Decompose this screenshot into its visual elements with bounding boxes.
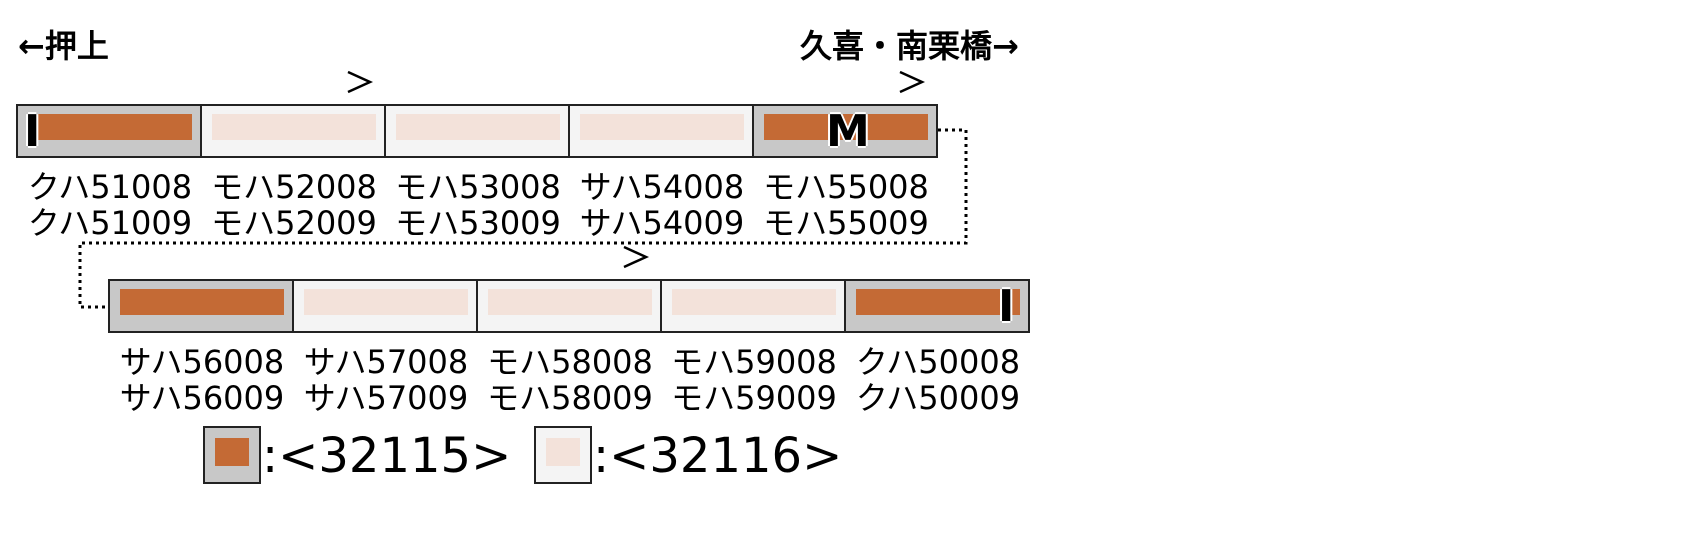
light-stripe [212, 114, 376, 140]
motor-mark: M [826, 106, 870, 157]
car-number: モハ53008 [395, 168, 561, 206]
car-1-3 [384, 104, 570, 158]
car-number: モハ52009 [211, 204, 377, 242]
legend-label-dark: :<32115> [262, 428, 512, 484]
right-destination: 久喜・南栗橋→ [800, 27, 1019, 65]
cab-mark: I [998, 281, 1015, 332]
dark-stripe [764, 114, 928, 140]
coupling-line [78, 128, 968, 309]
dark-stripe [28, 114, 192, 140]
left-destination: ←押上 [18, 27, 109, 65]
car-number: モハ53009 [395, 204, 561, 242]
car-number: サハ56008 [119, 343, 285, 381]
car-number: モハ59009 [671, 379, 837, 417]
pantograph-mark [899, 70, 926, 94]
car-number: モハ55008 [763, 168, 929, 206]
legend-swatch-dark-fill [215, 438, 249, 466]
car-1-5: M [752, 104, 938, 158]
car-number: クハ51009 [27, 204, 193, 242]
car-1-4 [568, 104, 754, 158]
legend-swatch-light [534, 426, 592, 484]
light-stripe [488, 289, 652, 315]
light-stripe [304, 289, 468, 315]
car-number: クハ51008 [27, 168, 193, 206]
car-2-2 [292, 279, 478, 333]
car-number: モハ55009 [763, 204, 929, 242]
legend-label-light: :<32116> [593, 428, 843, 484]
car-number: サハ54008 [579, 168, 745, 206]
dark-stripe [856, 289, 1020, 315]
car-number: モハ52008 [211, 168, 377, 206]
car-2-4 [660, 279, 846, 333]
car-1-1: I [16, 104, 202, 158]
light-stripe [672, 289, 836, 315]
car-number: サハ54009 [579, 204, 745, 242]
legend-swatch-light-fill [546, 438, 580, 466]
car-2-5: I [844, 279, 1030, 333]
car-number: モハ58009 [487, 379, 653, 417]
pantograph-mark [623, 245, 650, 269]
car-2-3 [476, 279, 662, 333]
light-stripe [396, 114, 560, 140]
car-number: サハ56009 [119, 379, 285, 417]
light-stripe [580, 114, 744, 140]
car-number: サハ57009 [303, 379, 469, 417]
pantograph-mark [347, 70, 374, 94]
car-number: サハ57008 [303, 343, 469, 381]
legend-swatch-dark [203, 426, 261, 484]
car-number: モハ59008 [671, 343, 837, 381]
car-number: モハ58008 [487, 343, 653, 381]
cab-mark: I [24, 106, 41, 157]
car-number: クハ50008 [855, 343, 1021, 381]
car-2-1 [108, 279, 294, 333]
dark-stripe [120, 289, 284, 315]
car-number: クハ50009 [855, 379, 1021, 417]
car-1-2 [200, 104, 386, 158]
